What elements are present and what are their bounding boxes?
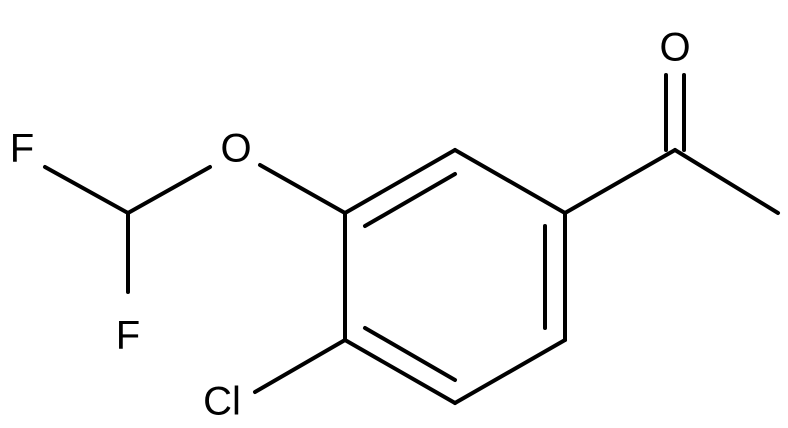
benzene-ring xyxy=(343,148,567,405)
ring-bond-c4-c5 xyxy=(453,338,567,405)
bond-ring-to-ether-oxygen xyxy=(258,163,347,215)
bond-ring-to-chlorine xyxy=(253,338,347,394)
atom-label-carbonyl-oxygen: O xyxy=(659,26,690,70)
ring-bond-c3-c4 xyxy=(343,338,457,405)
difluoromethoxy-group: O F F xyxy=(10,127,347,358)
ring-bond-c1-c2-inner xyxy=(363,172,457,228)
atom-label-chlorine: Cl xyxy=(203,380,241,424)
bond-cf2-to-fluorine-top xyxy=(43,165,130,215)
ring-bond-c3-c4-inner xyxy=(363,326,457,382)
atom-label-fluorine-bottom: F xyxy=(116,314,140,358)
acetyl-group: O xyxy=(563,26,780,215)
atom-label-ether-oxygen: O xyxy=(220,127,251,171)
ring-bond-c6-c1 xyxy=(453,148,567,215)
ring-bond-c1-c2 xyxy=(343,148,457,215)
bond-ring-to-carbonyl-carbon xyxy=(563,148,677,215)
chloro-group: Cl xyxy=(203,338,347,424)
atom-label-fluorine-top: F xyxy=(10,127,34,171)
bond-carbonyl-to-methyl xyxy=(673,148,780,215)
bond-ether-oxygen-to-cf2 xyxy=(126,165,212,215)
